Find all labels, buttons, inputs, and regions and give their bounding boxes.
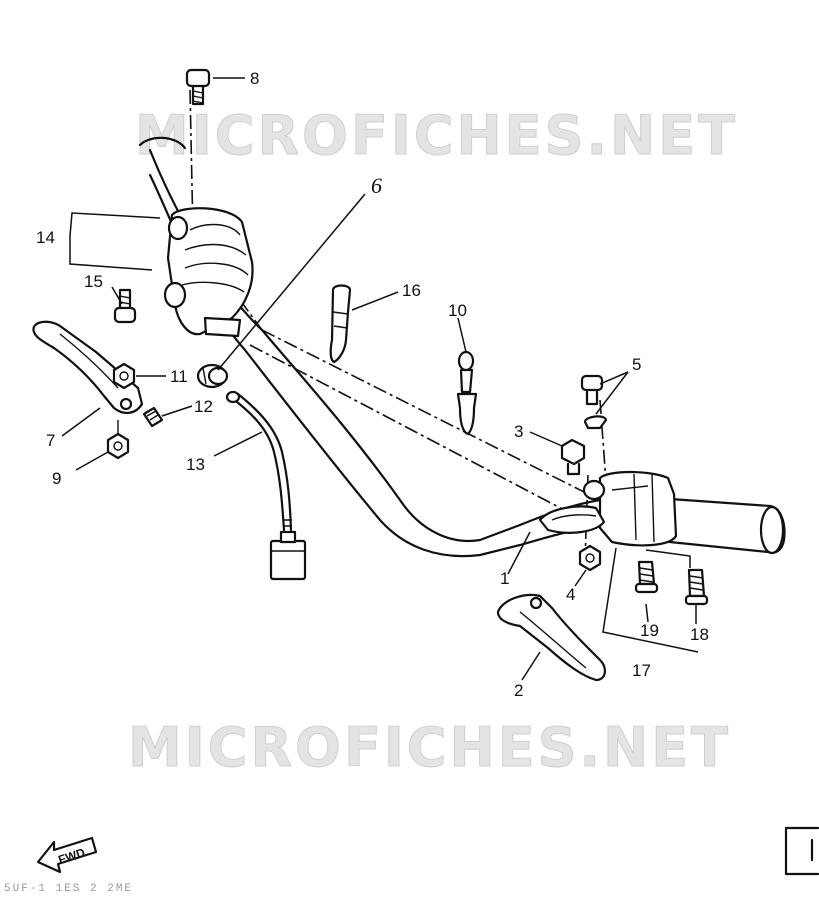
callout-6: 6 bbox=[371, 173, 382, 198]
screw-19 bbox=[634, 560, 659, 594]
callout-7: 7 bbox=[46, 431, 55, 450]
right-grip bbox=[598, 470, 786, 555]
right-lever-2 bbox=[496, 593, 606, 682]
callout-4: 4 bbox=[566, 585, 575, 604]
bolt-3 bbox=[560, 438, 586, 476]
screw-18 bbox=[684, 568, 709, 606]
connector-10 bbox=[456, 350, 478, 436]
cable-13 bbox=[225, 390, 307, 581]
callout-15: 15 bbox=[84, 272, 103, 291]
callout-1: 1 bbox=[500, 569, 509, 588]
leader-lines bbox=[61, 77, 699, 681]
callout-17: 17 bbox=[632, 661, 651, 680]
bolt-15 bbox=[113, 288, 137, 324]
callout-10: 10 bbox=[448, 301, 467, 320]
callout-12: 12 bbox=[194, 397, 213, 416]
callout-19: 19 bbox=[640, 621, 659, 640]
callout-11: 11 bbox=[170, 367, 188, 386]
callout-16: 16 bbox=[402, 281, 421, 300]
callout-13: 13 bbox=[186, 455, 205, 474]
callout-9: 9 bbox=[52, 469, 61, 488]
left-lever-7 bbox=[32, 320, 144, 414]
corner-box bbox=[784, 826, 819, 876]
nut-11 bbox=[112, 362, 136, 390]
adjuster-6 bbox=[196, 363, 229, 389]
pin-12 bbox=[142, 406, 164, 428]
callout-5: 5 bbox=[632, 355, 641, 374]
screw-5 bbox=[580, 374, 608, 430]
nut-4 bbox=[578, 544, 602, 572]
watermark-top: MICROFICHES.NET bbox=[135, 104, 738, 167]
callouts: 8 6 14 15 16 10 5 11 12 3 7 13 9 1 4 19 … bbox=[36, 69, 709, 700]
footer-code: 5UF-1 1ES 2 2ME bbox=[4, 883, 133, 895]
callout-14: 14 bbox=[36, 228, 55, 247]
callout-18: 18 bbox=[690, 625, 709, 644]
lever-bracket-1 bbox=[538, 479, 606, 534]
left-housing bbox=[163, 207, 254, 338]
handlebar bbox=[138, 136, 602, 558]
callout-3: 3 bbox=[514, 422, 523, 441]
nut-9 bbox=[106, 420, 130, 460]
fwd-arrow: FWD bbox=[36, 836, 98, 874]
bolt-8 bbox=[185, 68, 211, 106]
callout-2: 2 bbox=[514, 681, 523, 700]
connector-16 bbox=[329, 284, 352, 364]
watermark-bottom: MICROFICHES.NET bbox=[128, 716, 731, 779]
callout-8: 8 bbox=[250, 69, 259, 88]
